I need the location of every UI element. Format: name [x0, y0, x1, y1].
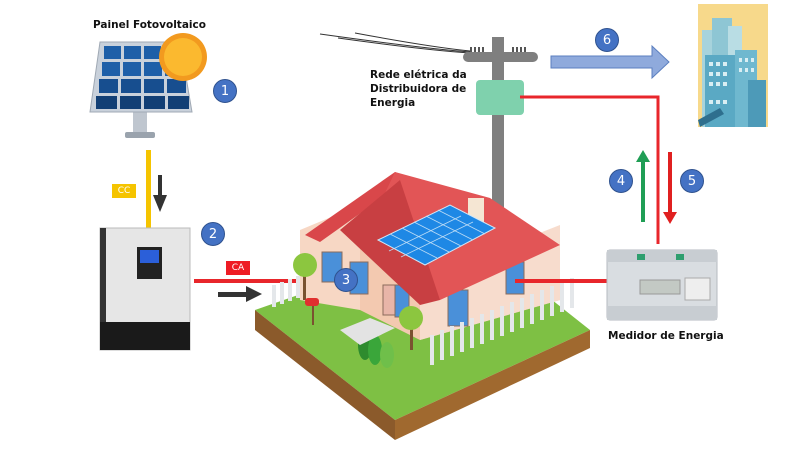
dc-tag: CC [112, 184, 136, 198]
step-badge-3: 3 [334, 268, 358, 292]
inverter-icon [99, 227, 191, 351]
house-meter-line [515, 279, 607, 283]
import-arrow-icon [663, 152, 677, 224]
dc-line [146, 150, 151, 228]
step-badge-2: 2 [201, 222, 225, 246]
city-buildings-icon [698, 4, 768, 127]
city-export-arrow [550, 44, 670, 80]
step-badge-5: 5 [680, 169, 704, 193]
transformer-icon [476, 80, 524, 115]
energy-meter-icon [606, 249, 718, 321]
house-icon [255, 172, 590, 440]
down-arrow-icon [153, 175, 167, 212]
grid-ac-line [520, 95, 660, 244]
step-badge-6: 6 [595, 28, 619, 52]
grid-label-line-3: Energia [370, 97, 416, 109]
grid-label: Rede elétrica da Distribuidora de Energi… [370, 68, 467, 110]
meter-label: Medidor de Energia [608, 330, 724, 342]
sun-icon [159, 33, 207, 81]
right-arrow-icon [218, 286, 262, 302]
export-arrow-icon [636, 150, 650, 222]
step-badge-4: 4 [609, 169, 633, 193]
ac-line [194, 279, 334, 283]
solar-panel-label: Painel Fotovoltaico [93, 19, 206, 31]
grid-label-line-1: Rede elétrica da [370, 69, 467, 81]
power-cables-icon [319, 32, 471, 54]
grid-label-line-2: Distribuidora de [370, 83, 467, 95]
ac-tag: CA [226, 261, 250, 275]
step-badge-1: 1 [213, 79, 237, 103]
